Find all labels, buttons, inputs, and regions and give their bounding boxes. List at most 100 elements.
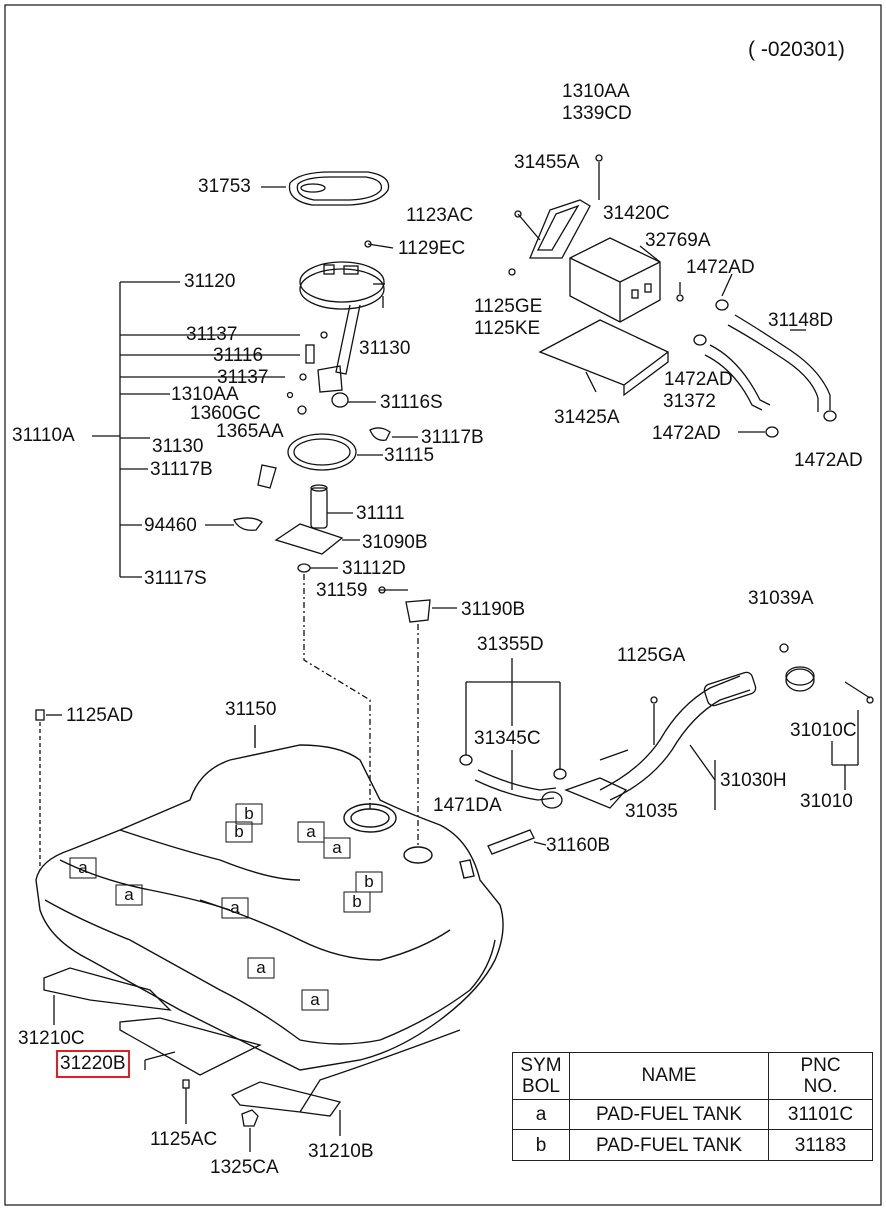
label-1125ge: 1125GE [474, 296, 543, 317]
label-31148d: 31148D [768, 310, 834, 331]
sender-94460 [205, 464, 277, 531]
group-bracket-31355d [465, 658, 561, 790]
strainer-31112d [297, 563, 371, 810]
label-31116: 31116 [213, 345, 264, 366]
row-symbol: a [512, 1098, 570, 1131]
gasket-31753 [261, 171, 390, 206]
label-31753: 31753 [198, 176, 251, 197]
pump-small-parts [286, 331, 418, 441]
label-31120: 31120 [184, 271, 236, 292]
row-pnc: 31101C [768, 1098, 873, 1131]
label-1360gc: 1360GC [190, 403, 261, 424]
header-pnc-line1: PNC [800, 1054, 841, 1076]
tray-31425a [538, 319, 670, 397]
label-31220b-highlighted[interactable]: 31220B [56, 1050, 130, 1078]
label-1472ad-c: 1472AD [652, 423, 721, 444]
group-bracket-31110a [92, 281, 300, 578]
pad-stencil-b: b [234, 822, 244, 841]
label-1339cd: 1339CD [562, 103, 632, 124]
label-31117s: 31117S [144, 568, 207, 589]
label-31130-b: 31130 [152, 436, 204, 457]
hose-31345c [459, 744, 716, 855]
header-sym-line1: SYM [520, 1054, 562, 1076]
label-1125ac: 1125AC [150, 1129, 218, 1150]
row-name: PAD-FUEL TANK [569, 1098, 769, 1131]
header-sym-line2: BOL [521, 1075, 561, 1097]
legend-header-row: SYM BOL NAME PNC NO. [512, 1052, 873, 1100]
header-pnc-line2: NO. [803, 1075, 838, 1097]
pad-stencil-b: b [352, 892, 362, 911]
label-31372: 31372 [663, 391, 716, 412]
pad-stencil-b: b [244, 804, 254, 823]
bracket-31455a [508, 154, 603, 276]
label-31159: 31159 [316, 580, 368, 601]
label-31110a: 31110A [12, 425, 75, 446]
label-31130-a: 31130 [359, 338, 411, 359]
label-1125ke: 1125KE [474, 318, 541, 339]
valve-31190b [378, 586, 457, 848]
label-31116s: 31116S [380, 392, 443, 413]
legend-table: SYM BOL NAME PNC NO. a PAD-FUEL TANK 311… [512, 1052, 873, 1161]
label-31137-b: 31137 [217, 367, 269, 388]
bolt-1125ac [182, 1079, 190, 1124]
label-1472ad-a: 1472AD [686, 257, 755, 278]
label-31425a: 31425A [554, 407, 620, 428]
label-31210b: 31210B [308, 1141, 374, 1162]
row-name: PAD-FUEL TANK [569, 1129, 769, 1161]
label-31111: 31111 [356, 503, 405, 524]
row-pnc: 31183 [768, 1129, 873, 1161]
label-31160b: 31160B [546, 835, 611, 856]
label-31117b-a: 31117B [421, 427, 484, 448]
label-31355d: 31355D [477, 634, 544, 655]
label-31455a: 31455A [514, 152, 580, 173]
label-32769a: 32769A [645, 230, 711, 251]
pad-stencil-a: a [230, 898, 240, 917]
pump-top-31120 [299, 240, 394, 393]
tank-pads [69, 803, 383, 1011]
label-31117b-b: 31117B [150, 459, 213, 480]
table-row: a PAD-FUEL TANK 31101C [512, 1098, 873, 1131]
label-1125ga: 1125GA [617, 645, 686, 666]
pad-stencil-a: a [124, 885, 134, 904]
group-bracket-31010 [831, 710, 859, 790]
label-31112d: 31112D [342, 558, 406, 579]
label-31039a: 31039A [748, 588, 814, 609]
label-31420c: 31420C [603, 203, 670, 224]
label-31030h: 31030H [720, 770, 787, 791]
pad-stencil-a: a [78, 858, 88, 877]
pump-body-31111 [274, 484, 360, 555]
label-31115: 31115 [384, 445, 435, 466]
filler-neck-31030h [599, 643, 874, 801]
label-1325ca: 1325CA [210, 1157, 279, 1178]
pad-stencil-b: b [364, 872, 374, 891]
pad-stencil-a: a [332, 838, 342, 857]
bolt-1125ad [35, 709, 62, 870]
label-1471da: 1471DA [433, 795, 502, 816]
label-1123ac: 1123AC [406, 205, 474, 226]
pad-stencil-a: a [256, 958, 266, 977]
header-pnc: PNC NO. [768, 1052, 873, 1100]
label-1365aa: 1365AA [216, 421, 284, 442]
label-1129ec: 1129EC [398, 238, 466, 259]
label-31345c: 31345C [474, 728, 541, 749]
pad-stencil-a: a [306, 822, 316, 841]
label-31010c: 31010C [790, 720, 857, 741]
label-31035: 31035 [625, 801, 678, 822]
skid-plate-31210b [230, 1029, 461, 1136]
header-name: NAME [569, 1052, 769, 1100]
header-symbol: SYM BOL [512, 1052, 570, 1100]
gasket-31115 [287, 433, 383, 471]
table-row: b PAD-FUEL TANK 31183 [512, 1129, 873, 1161]
label-31190b: 31190B [461, 599, 526, 620]
label-31150: 31150 [225, 699, 277, 720]
label-1472ad-b: 1472AD [664, 369, 733, 390]
hose-31148d [676, 273, 837, 438]
label-94460: 94460 [144, 515, 197, 536]
canister-31420c [569, 237, 661, 323]
label-1310aa-top: 1310AA [562, 81, 630, 102]
date-code: ( -020301) [748, 38, 845, 61]
label-31010: 31010 [800, 791, 853, 812]
row-symbol: b [512, 1129, 570, 1161]
